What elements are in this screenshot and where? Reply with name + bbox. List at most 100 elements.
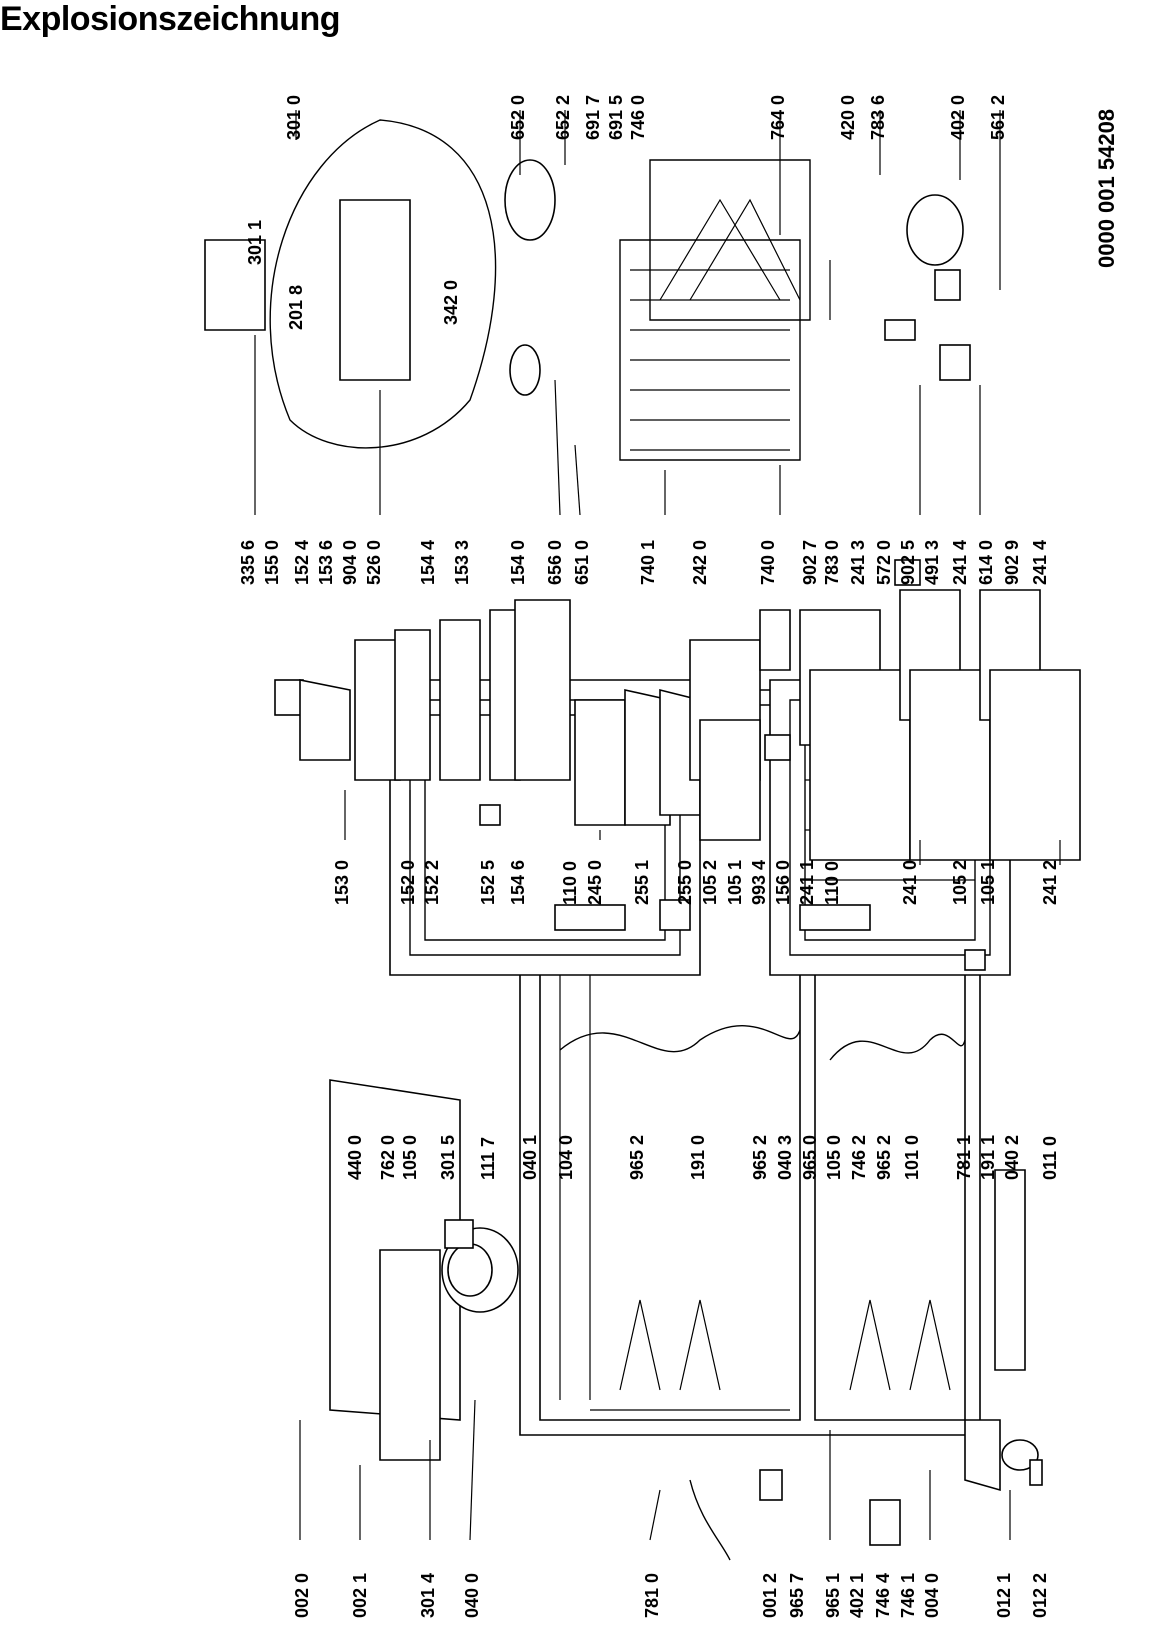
label-781-1: 781 1 xyxy=(954,1134,974,1180)
label-301-1: 301 1 xyxy=(245,219,265,265)
label-783-0: 783 0 xyxy=(822,539,842,585)
label-965-1: 965 1 xyxy=(823,1572,843,1618)
label-241-4-a: 241 4 xyxy=(950,539,970,585)
leader-lines xyxy=(254,110,1061,1541)
label-651-0: 651 0 xyxy=(572,539,592,585)
label-561-2: 561 2 xyxy=(988,94,1008,140)
label-111-7: 111 7 xyxy=(478,1136,498,1180)
page-title: Explosionszeichnung xyxy=(0,0,340,38)
label-904-0: 904 0 xyxy=(340,539,360,585)
label-965-2-b: 965 2 xyxy=(750,1134,770,1180)
label-242-0: 242 0 xyxy=(690,539,710,585)
label-402-0: 402 0 xyxy=(948,94,968,140)
label-002-1: 002 1 xyxy=(350,1572,370,1618)
label-040-3: 040 3 xyxy=(775,1134,795,1180)
label-746-2: 746 2 xyxy=(849,1134,869,1180)
label-040-2: 040 2 xyxy=(1002,1134,1022,1180)
label-781-0: 781 0 xyxy=(642,1572,662,1618)
label-105-1-a: 105 1 xyxy=(725,859,745,905)
label-402-1: 402 1 xyxy=(847,1572,867,1618)
label-154-4: 154 4 xyxy=(418,539,438,585)
label-152-4: 152 4 xyxy=(292,539,312,585)
label-691-5: 691 5 xyxy=(606,94,626,140)
label-011-0: 011 0 xyxy=(1040,1135,1060,1180)
label-993-4: 993 4 xyxy=(749,859,769,905)
label-110-0-a: 110 0 xyxy=(560,860,580,905)
label-241-0: 241 0 xyxy=(900,859,920,905)
label-783-6: 783 6 xyxy=(868,94,888,140)
label-105-0-b: 105 0 xyxy=(824,1134,844,1180)
label-001-2: 001 2 xyxy=(760,1572,780,1618)
label-156-0: 156 0 xyxy=(773,859,793,905)
label-105-2-b: 105 2 xyxy=(950,859,970,905)
label-764-0: 764 0 xyxy=(768,94,788,140)
label-746-0: 746 0 xyxy=(628,94,648,140)
label-746-4: 746 4 xyxy=(873,1572,893,1618)
label-110-0-b: 110 0 xyxy=(822,860,842,905)
bottom-hardware xyxy=(689,1169,1043,1561)
label-342-0: 342 0 xyxy=(441,279,461,325)
label-191-1: 191 1 xyxy=(978,1134,998,1180)
door-shelves xyxy=(274,599,571,826)
label-440-0: 440 0 xyxy=(345,1134,365,1180)
label-153-6: 153 6 xyxy=(316,539,336,585)
label-740-0: 740 0 xyxy=(758,539,778,585)
label-656-0: 656 0 xyxy=(545,539,565,585)
label-746-1: 746 1 xyxy=(898,1572,918,1618)
top-cover xyxy=(329,1079,519,1461)
label-762-0: 762 0 xyxy=(378,1134,398,1180)
label-255-0: 255 0 xyxy=(675,859,695,905)
label-155-0: 155 0 xyxy=(262,539,282,585)
label-301-0: 301 0 xyxy=(284,94,304,140)
label-105-1-b: 105 1 xyxy=(978,859,998,905)
label-153-0: 153 0 xyxy=(332,859,352,905)
label-152-2: 152 2 xyxy=(422,859,442,905)
label-152-5: 152 5 xyxy=(478,859,498,905)
freezer-drawers xyxy=(799,559,1081,861)
label-201-8: 201 8 xyxy=(286,284,306,330)
label-040-1: 040 1 xyxy=(520,1134,540,1180)
label-335-6: 335 6 xyxy=(238,539,258,585)
label-241-2: 241 2 xyxy=(1040,859,1060,905)
label-572-0: 572 0 xyxy=(874,539,894,585)
label-255-1: 255 1 xyxy=(632,859,652,905)
label-965-0: 965 0 xyxy=(800,1134,820,1180)
label-652-0: 652 0 xyxy=(508,94,528,140)
label-902-5: 902 5 xyxy=(898,539,918,585)
label-740-1: 740 1 xyxy=(638,539,658,585)
coils xyxy=(619,159,811,461)
document-number: 0000 001 54208 xyxy=(1094,108,1119,268)
label-491-3: 491 3 xyxy=(922,539,942,585)
label-154-0: 154 0 xyxy=(508,539,528,585)
label-040-0: 040 0 xyxy=(462,1572,482,1618)
label-101-0: 101 0 xyxy=(902,1134,922,1180)
label-012-1: 012 1 xyxy=(994,1572,1014,1618)
label-241-3: 241 3 xyxy=(848,539,868,585)
label-152-0: 152 0 xyxy=(398,859,418,905)
label-965-7: 965 7 xyxy=(787,1572,807,1618)
label-153-3: 153 3 xyxy=(452,539,472,585)
label-105-0-a: 105 0 xyxy=(400,1134,420,1180)
label-241-4-b: 241 4 xyxy=(1030,539,1050,585)
label-614-0: 614 0 xyxy=(976,539,996,585)
label-154-6: 154 6 xyxy=(508,859,528,905)
label-902-7: 902 7 xyxy=(800,539,820,585)
label-245-0: 245 0 xyxy=(585,859,605,905)
label-012-2: 012 2 xyxy=(1030,1572,1050,1618)
label-902-9: 902 9 xyxy=(1002,539,1022,585)
label-301-5: 301 5 xyxy=(438,1134,458,1180)
label-965-2-c: 965 2 xyxy=(874,1134,894,1180)
glass-shelves xyxy=(574,609,791,841)
label-691-7: 691 7 xyxy=(583,94,603,140)
label-104-0: 104 0 xyxy=(556,1134,576,1180)
label-965-2-a: 965 2 xyxy=(627,1134,647,1180)
label-526-0: 526 0 xyxy=(364,539,384,585)
label-241-1: 241 1 xyxy=(797,859,817,905)
label-004-0: 004 0 xyxy=(922,1572,942,1618)
label-652-2: 652 2 xyxy=(553,94,573,140)
label-420-0: 420 0 xyxy=(838,94,858,140)
label-191-0: 191 0 xyxy=(688,1134,708,1180)
label-301-4: 301 4 xyxy=(418,1572,438,1618)
label-002-0: 002 0 xyxy=(292,1572,312,1618)
